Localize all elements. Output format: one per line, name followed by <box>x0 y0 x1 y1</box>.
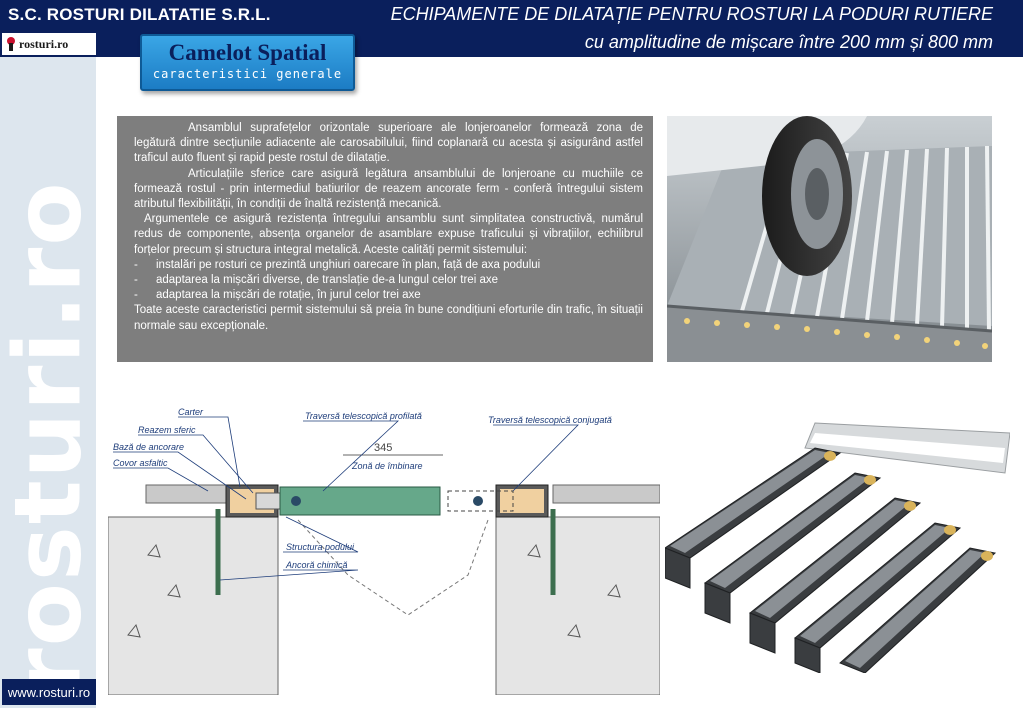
page-title: ECHIPAMENTE DE DILATAȚIE PENTRU ROSTURI … <box>390 4 993 24</box>
list-item: -adaptarea la mișcări diverse, de transl… <box>134 274 498 287</box>
list-item: -instalări pe rosturi ce prezintă unghiu… <box>134 258 541 271</box>
page-subtitle: cu amplitudine de mișcare între 200 mm ș… <box>584 32 993 52</box>
list-item: -adaptarea la mișcări de rotație, în jur… <box>134 289 421 302</box>
product-name: Camelot Spatial <box>168 40 327 65</box>
label-carter: Carter <box>178 407 204 417</box>
label-anchor-base: Bază de ancorare <box>113 442 184 452</box>
label-bridge-structure: Structura podului <box>286 542 355 552</box>
website-link[interactable]: www.rosturi.ro <box>2 679 96 705</box>
description-paragraph-3: Argumentele ce asigură rezistența întreg… <box>134 213 643 256</box>
vertical-brand-text: rosturi.ro <box>0 180 96 694</box>
description-conclusion: Toate aceste caracteristici permit siste… <box>134 304 643 332</box>
label-asphalt: Covor asfaltic <box>113 458 168 468</box>
installed-joint-photo <box>667 116 992 362</box>
joint-render-image <box>665 418 1010 673</box>
logo-pin-icon <box>5 37 17 51</box>
description-panel: Ansamblul suprafețelor orizontale superi… <box>117 116 653 362</box>
cross-section-diagram: 345 Zonă de îmbinare Carter Reazem sferi… <box>107 405 661 696</box>
label-conjugate-beam: Traversă telescopică conjugată <box>488 415 612 425</box>
label-profiled-beam: Traversă telescopică profilată <box>305 411 422 421</box>
label-chemical-anchor: Ancoră chimică <box>285 560 348 570</box>
description-paragraph-1: Ansamblul suprafețelor orizontale superi… <box>134 122 643 165</box>
company-name: S.C. ROSTURI DILATATIE S.R.L. <box>8 5 271 24</box>
label-spherical-bearing: Reazem sferic <box>138 425 196 435</box>
description-paragraph-2: Articulațiile sferice care asigură legăt… <box>134 167 643 211</box>
rosturi-logo[interactable]: rosturi.ro <box>2 33 96 55</box>
product-section: caracteristici generale <box>152 67 343 81</box>
left-sidebar: rosturi.ro <box>0 57 96 708</box>
dimension-value: 345 <box>374 442 392 454</box>
logo-text: rosturi.ro <box>19 36 69 51</box>
product-badge: Camelot Spatial caracteristici generale <box>140 34 355 91</box>
label-joint-zone: Zonă de îmbinare <box>351 461 423 471</box>
